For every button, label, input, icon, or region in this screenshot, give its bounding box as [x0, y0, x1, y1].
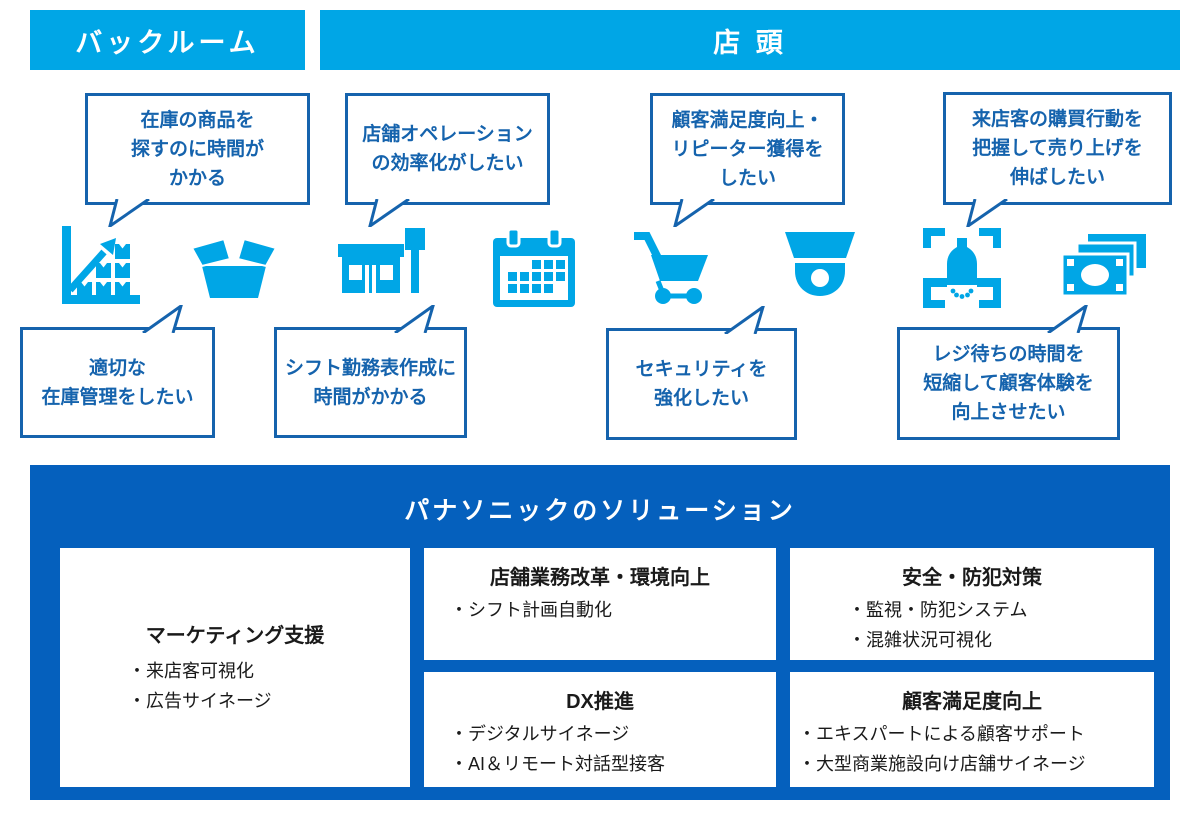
- bubble-tail-down: [368, 199, 410, 227]
- card-safety-security: 安全・防犯対策 ・監視・防犯システム・混雑状況可視化: [790, 548, 1154, 660]
- banknotes-icon: [1060, 234, 1146, 306]
- card-items: ・デジタルサイネージ・AI＆リモート対話型接客: [450, 724, 666, 774]
- bubble-checkout-wait: レジ待ちの時間を 短縮して顧客体験を 向上させたい: [897, 305, 1120, 440]
- bubble-text: 顧客満足度向上・ リピーター獲得を したい: [671, 109, 824, 189]
- bubble-tail-up: [724, 306, 765, 334]
- card-marketing-support: マーケティング支援 ・来店客可視化・広告サイネージ: [60, 548, 410, 787]
- header-storefront: 店 頭: [320, 10, 1180, 70]
- card-title: 店舗業務改革・環境向上: [490, 567, 710, 589]
- bubble-operation-efficiency: 店舗オペレーション の効率化がしたい: [345, 93, 550, 227]
- growth-chart-icon: [56, 224, 142, 310]
- card-store-operations: 店舗業務改革・環境向上 ・シフト計画自動化: [424, 548, 776, 660]
- bubble-text: 在庫の商品を 探すのに時間が かかる: [130, 109, 264, 189]
- card-items: ・シフト計画自動化: [450, 600, 612, 620]
- bubble-text: セキュリティを 強化したい: [635, 359, 768, 409]
- bubble-tail-up: [1047, 305, 1088, 333]
- bubble-text: 店舗オペレーション の効率化がしたい: [362, 124, 533, 174]
- storefront-icon: [338, 228, 430, 304]
- card-items: ・エキスパートによる顧客サポート・大型商業施設向け店舗サイネージ: [798, 724, 1086, 774]
- bubble-tail-down: [108, 199, 150, 227]
- card-customer-satisfaction: 顧客満足度向上 ・エキスパートによる顧客サポート・大型商業施設向け店舗サイネージ: [790, 672, 1154, 787]
- security-camera-icon: [785, 232, 855, 304]
- bubble-text: レジ待ちの時間を 短縮して顧客体験を 向上させたい: [923, 344, 1094, 423]
- open-box-icon: [190, 236, 278, 308]
- bubble-purchase-behavior: 来店客の購買行動を 把握して売り上げを 伸ばしたい: [943, 92, 1172, 227]
- bubble-inventory-management: 適切な 在庫管理をしたい: [20, 305, 215, 438]
- bubble-customer-satisfaction: 顧客満足度向上・ リピーター獲得を したい: [650, 93, 845, 227]
- card-title: 顧客満足度向上: [902, 691, 1042, 713]
- bubble-tail-down: [673, 199, 715, 227]
- card-items: ・来店客可視化・広告サイネージ: [128, 661, 272, 711]
- card-title: DX推進: [566, 691, 634, 713]
- header-backroom: バックルーム: [30, 10, 305, 70]
- calendar-icon: [492, 228, 576, 308]
- card-dx-promotion: DX推進 ・デジタルサイネージ・AI＆リモート対話型接客: [424, 672, 776, 787]
- card-title: マーケティング支援: [145, 625, 325, 647]
- bubble-security: セキュリティを 強化したい: [606, 306, 797, 440]
- product-scan-icon: [923, 228, 1001, 308]
- card-items: ・監視・防犯システム・混雑状況可視化: [848, 600, 1028, 650]
- bubble-text: シフト勤務表作成に 時間がかかる: [284, 357, 456, 408]
- shopping-cart-icon: [632, 228, 710, 306]
- bubble-tail-down: [966, 199, 1008, 227]
- bubble-tail-up: [142, 305, 183, 333]
- bubble-text: 来店客の購買行動を 把握して売り上げを 伸ばしたい: [971, 109, 1143, 188]
- bubble-inventory-search: 在庫の商品を 探すのに時間が かかる: [85, 93, 310, 227]
- bubble-shift-schedule: シフト勤務表作成に 時間がかかる: [274, 305, 467, 438]
- card-title: 安全・防犯対策: [902, 567, 1042, 589]
- bubble-tail-up: [394, 305, 435, 333]
- bubble-text: 適切な 在庫管理をしたい: [41, 357, 194, 408]
- solution-title: パナソニックのソリューション: [404, 497, 796, 525]
